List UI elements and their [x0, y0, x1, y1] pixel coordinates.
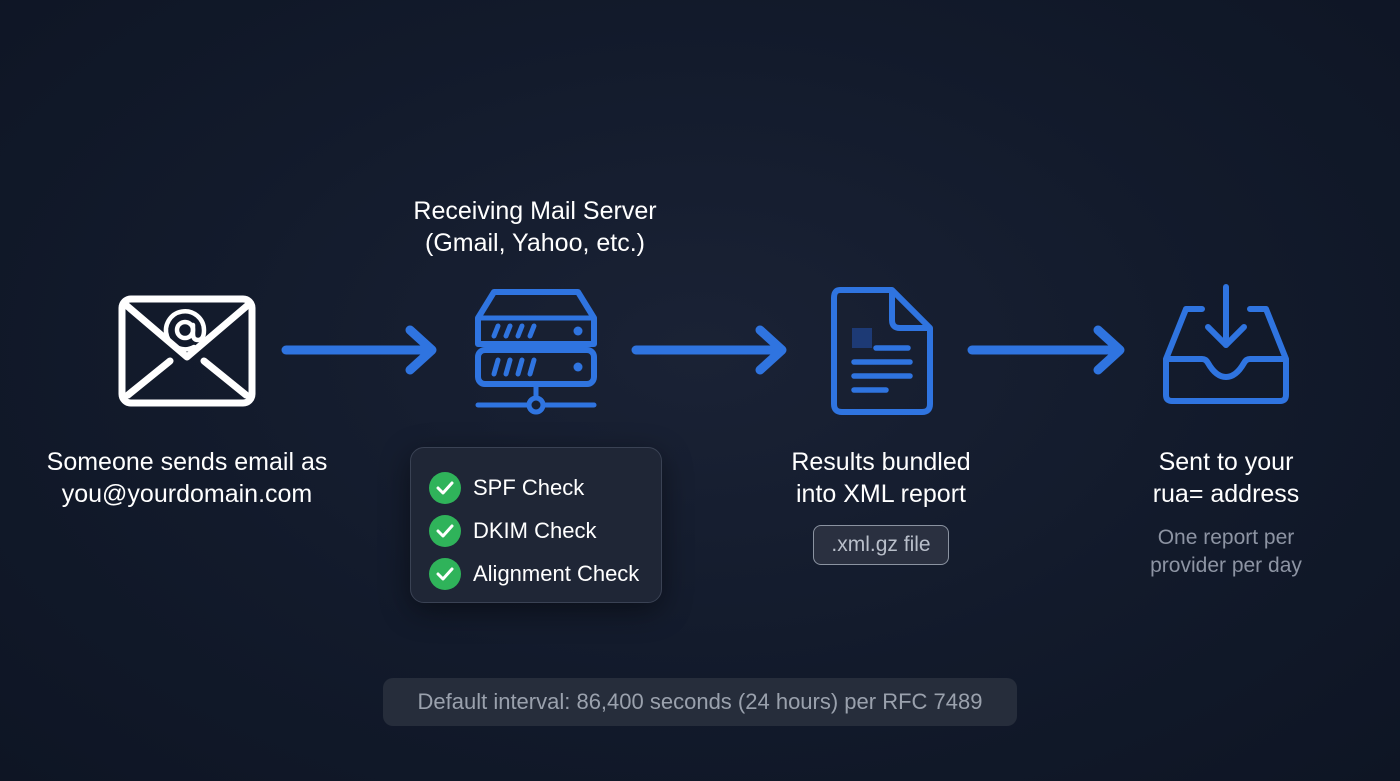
inbox-note-line2: provider per day [1150, 554, 1302, 577]
inbox-note: One report per provider per day [1076, 524, 1376, 580]
report-label: Results bundled into XML report [731, 446, 1031, 510]
checks-panel: SPF Check DKIM Check Alignment Check [410, 447, 662, 603]
server-title-line1: Receiving Mail Server [413, 197, 657, 225]
interval-footnote: Default interval: 86,400 seconds (24 hou… [383, 678, 1017, 726]
report-label-line1: Results bundled [791, 448, 971, 476]
arrow-right-icon [966, 324, 1130, 376]
inbox-label-line1: Sent to your [1158, 448, 1294, 476]
arrow-right-icon [630, 324, 792, 376]
check-item-spf: SPF Check [429, 466, 661, 509]
checkmark-icon [429, 557, 461, 590]
arrow-right-icon [280, 324, 442, 376]
inbox-label-line2: rua= address [1152, 480, 1300, 508]
checkmark-icon [429, 471, 461, 504]
sender-label-line1: Someone sends email as [46, 448, 328, 476]
check-item-dkim: DKIM Check [429, 509, 661, 552]
sender-email: you@yourdomain.com [61, 480, 313, 508]
checkmark-icon [429, 514, 461, 547]
inbox-note-line1: One report per [1157, 526, 1295, 549]
server-title: Receiving Mail Server (Gmail, Yahoo, etc… [385, 195, 685, 259]
report-label-line2: into XML report [796, 480, 966, 508]
inbox-download-icon [1162, 283, 1290, 407]
check-item-alignment: Alignment Check [429, 552, 661, 595]
document-icon [830, 286, 934, 416]
check-label: SPF Check [473, 474, 585, 500]
check-label: Alignment Check [473, 560, 640, 586]
sender-label: Someone sends email as you@yourdomain.co… [27, 446, 347, 510]
inbox-label: Sent to your rua= address [1076, 446, 1376, 510]
file-type-badge: .xml.gz file [813, 525, 949, 565]
envelope-at-icon [118, 295, 256, 407]
server-title-line2: (Gmail, Yahoo, etc.) [425, 229, 645, 257]
check-label: DKIM Check [473, 517, 597, 543]
server-icon [474, 288, 598, 416]
